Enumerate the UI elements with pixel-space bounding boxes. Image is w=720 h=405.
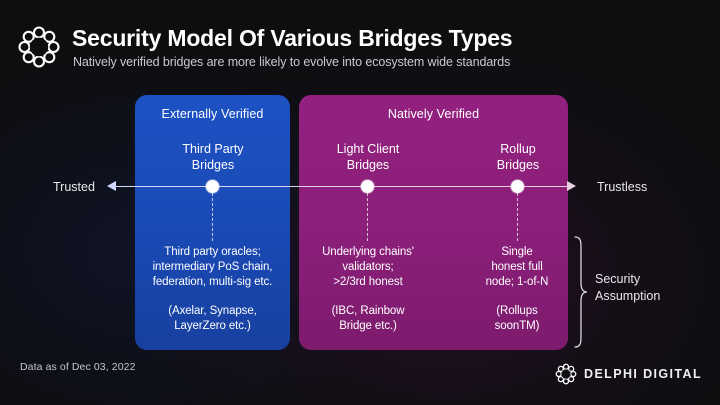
body-line2: intermediary PoS chain, xyxy=(152,261,273,273)
group-title-externally-verified: Externally Verified xyxy=(161,107,264,121)
axis-marker-third-party-bridges xyxy=(206,180,219,193)
axis-label-trusted: Trusted xyxy=(53,180,95,194)
column-body-light-client-bridges: Underlying chains' validators; >2/3rd ho… xyxy=(303,245,433,334)
examples-line2: Bridge etc.) xyxy=(339,320,397,332)
connector-line-light-client-bridges xyxy=(367,193,368,241)
column-heading-third-party-bridges: Third Party Bridges xyxy=(143,141,283,173)
axis-marker-light-client-bridges xyxy=(361,180,374,193)
header: Security Model Of Various Bridges Types … xyxy=(0,0,720,92)
delphi-ring-icon xyxy=(555,363,577,385)
body-line1: Third party oracles; xyxy=(164,246,261,258)
column-heading-line2: Bridges xyxy=(496,158,540,172)
page-title: Security Model Of Various Bridges Types xyxy=(72,25,513,51)
examples-line1: (Axelar, Synapse, xyxy=(168,305,257,317)
delphi-ring-icon xyxy=(17,25,61,69)
examples-line2: soonTM) xyxy=(494,320,540,332)
page-subtitle: Natively verified bridges are more likel… xyxy=(73,55,511,69)
body-line3: federation, multi-sig etc. xyxy=(152,276,273,288)
security-assumption-label: Security Assumption xyxy=(595,271,710,305)
data-as-of-note: Data as of Dec 03, 2022 xyxy=(20,361,136,373)
column-heading-line1: Light Client xyxy=(336,142,400,156)
column-heading-line1: Third Party xyxy=(182,142,244,156)
arrow-left-icon xyxy=(107,181,116,191)
brand-lockup: DELPHI DIGITAL xyxy=(555,361,702,387)
brand-name: DELPHI DIGITAL xyxy=(584,367,702,381)
body-line2: validators; xyxy=(342,261,394,273)
body-line3: node; 1-of-N xyxy=(485,276,549,288)
examples-line1: (Rollups xyxy=(496,305,538,317)
column-heading-line2: Bridges xyxy=(191,158,235,172)
column-body-third-party-bridges: Third party oracles; intermediary PoS ch… xyxy=(140,245,285,334)
group-natively-verified: Natively Verified xyxy=(299,95,568,350)
arrow-right-icon xyxy=(567,181,576,191)
column-heading-rollup-bridges: Rollup Bridges xyxy=(452,141,584,173)
connector-line-third-party-bridges xyxy=(212,193,213,241)
body-line1: Underlying chains' xyxy=(322,246,414,258)
security-assumption-line1: Security xyxy=(595,272,641,286)
column-body-rollup-bridges: Single honest full node; 1-of-N (Rollups… xyxy=(457,245,577,334)
group-title-natively-verified: Natively Verified xyxy=(387,107,480,121)
examples-line1: (IBC, Rainbow xyxy=(331,305,405,317)
body-line1: Single xyxy=(501,246,533,258)
curly-brace-icon xyxy=(573,236,589,348)
examples-line2: LayerZero etc.) xyxy=(174,320,251,332)
axis-label-trustless: Trustless xyxy=(597,180,648,194)
body-line3: >2/3rd honest xyxy=(333,276,403,288)
axis-marker-rollup-bridges xyxy=(511,180,524,193)
connector-line-rollup-bridges xyxy=(517,193,518,241)
column-heading-line1: Rollup xyxy=(500,142,536,156)
security-assumption-line2: Assumption xyxy=(595,289,661,303)
body-line2: honest full xyxy=(491,261,543,273)
column-heading-light-client-bridges: Light Client Bridges xyxy=(300,141,436,173)
column-heading-line2: Bridges xyxy=(346,158,390,172)
spectrum-axis-line xyxy=(115,186,567,188)
